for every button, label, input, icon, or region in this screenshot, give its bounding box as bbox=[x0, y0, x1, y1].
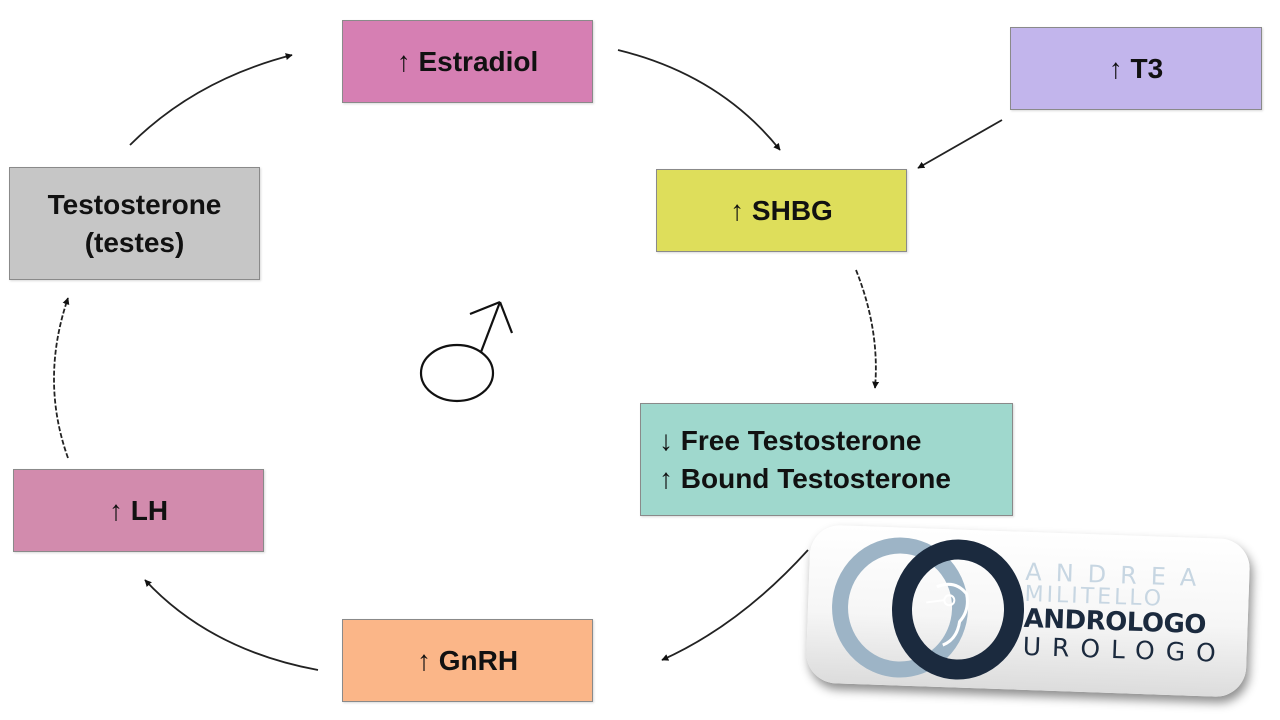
node-testosterone-line1: Testosterone bbox=[47, 188, 222, 220]
node-gnrh-label: ↑ GnRH bbox=[416, 644, 519, 676]
male-symbol-icon bbox=[419, 300, 514, 403]
arrow-estradiol-to-shbg bbox=[617, 49, 781, 151]
node-estradiol: ↑ Estradiol bbox=[342, 20, 593, 103]
node-t3: ↑ T3 bbox=[1010, 27, 1262, 110]
arrow-shbg-to-free-testosterone bbox=[855, 269, 880, 389]
arrow-t3-to-shbg bbox=[917, 119, 1003, 169]
node-lh: ↑ LH bbox=[13, 469, 264, 552]
node-estradiol-label: ↑ Estradiol bbox=[396, 45, 539, 77]
node-testosterone: Testosterone (testes) bbox=[9, 167, 260, 280]
node-t3-label: ↑ T3 bbox=[1108, 52, 1164, 84]
node-free-testosterone-line1: ↓ Free Testosterone bbox=[659, 424, 922, 456]
node-shbg: ↑ SHBG bbox=[656, 169, 907, 252]
arrow-lh-to-testosterone bbox=[53, 297, 70, 459]
logo-text-urologo: UROLOGO bbox=[1022, 631, 1228, 668]
arrow-testosterone-to-estradiol bbox=[129, 53, 293, 146]
arrow-free-testosterone-to-gnrh bbox=[661, 549, 809, 661]
node-testosterone-line2: (testes) bbox=[84, 226, 185, 258]
arrow-gnrh-to-lh bbox=[144, 579, 319, 671]
andrea-militello-logo: ANDREA MILITELLO ANDROLOGO UROLOGO bbox=[805, 524, 1251, 698]
node-shbg-label: ↑ SHBG bbox=[730, 194, 833, 226]
node-free-testosterone: ↓ Free Testosterone ↑ Bound Testosterone bbox=[640, 403, 1013, 516]
node-free-testosterone-line2: ↑ Bound Testosterone bbox=[659, 462, 951, 494]
node-gnrh: ↑ GnRH bbox=[342, 619, 593, 702]
logo-mark-icon bbox=[832, 537, 1025, 680]
node-lh-label: ↑ LH bbox=[108, 494, 169, 526]
